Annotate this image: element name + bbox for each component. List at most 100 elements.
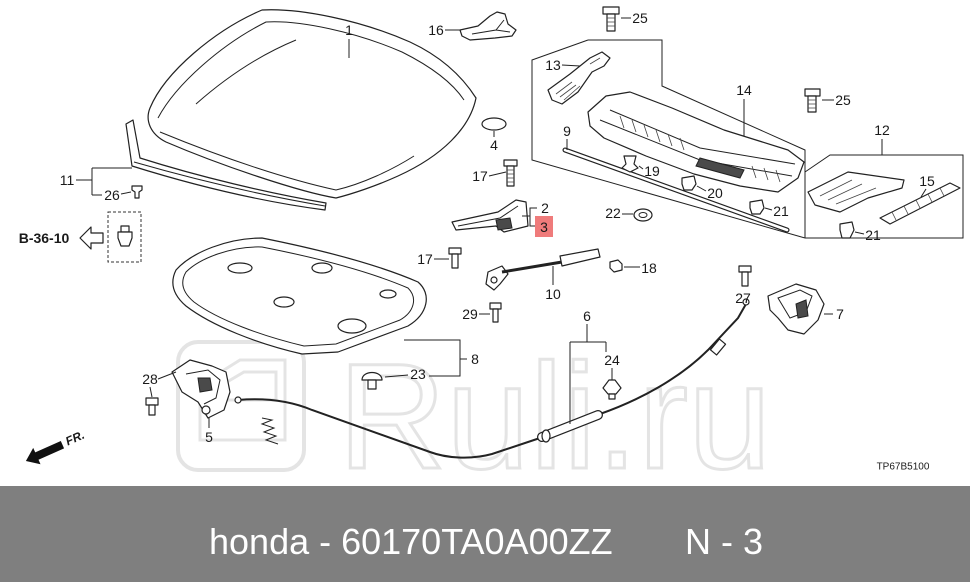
- insulator-inner-line: [182, 246, 415, 347]
- cable-handle-run: [599, 303, 747, 415]
- bolt-head: [503, 159, 518, 167]
- bolt-17-upper: [503, 159, 518, 187]
- part-info-footer: honda - 60170TA0A00ZZ N - 3: [0, 486, 970, 582]
- bolt-17-lower: [448, 247, 462, 269]
- bolt-29: [489, 302, 502, 323]
- cowl-vent-part-13: [547, 51, 611, 105]
- leader-line-17-upper: [488, 171, 507, 177]
- bolt-thread: [506, 165, 515, 187]
- hood-crease-line: [195, 39, 297, 105]
- cable-sleeve-inner: [538, 411, 602, 441]
- bracket-6: [569, 324, 607, 424]
- rod-shaft: [501, 260, 563, 274]
- callout-26: 26: [104, 187, 120, 203]
- bracket-11: [76, 167, 132, 196]
- clip-24: [602, 379, 622, 400]
- part-12-outline: [807, 171, 905, 213]
- callout-14: 14: [736, 82, 752, 98]
- callout-27: 27: [735, 290, 751, 306]
- clip-21-right: [839, 221, 855, 239]
- clip-23: [361, 371, 383, 390]
- molding-inner-line: [133, 161, 326, 207]
- latch-detail: [185, 369, 221, 405]
- bracket-8: [404, 339, 467, 377]
- hood-release-cable: [234, 298, 750, 459]
- callout-1: 1: [345, 22, 353, 38]
- callout-21-right: 21: [865, 227, 881, 243]
- bolt-thread: [741, 271, 749, 287]
- seal-inner: [563, 148, 789, 232]
- cable-end-fitting: [709, 338, 727, 356]
- insulator-hole: [311, 262, 333, 274]
- clip-24-body: [602, 379, 622, 395]
- diagram-position-label: N - 3: [685, 521, 764, 562]
- leader-line-13: [561, 64, 581, 67]
- callout-25-top: 25: [632, 10, 648, 26]
- callout-21-left: 21: [773, 203, 789, 219]
- cowl-end-part-12: [807, 171, 905, 213]
- cowl-top-part-14: [587, 91, 805, 193]
- callout-3-highlighted: 3: [540, 219, 548, 235]
- bolt-head: [738, 265, 752, 273]
- hood-front-line: [159, 131, 415, 191]
- callout-17-upper: 17: [472, 168, 488, 184]
- reference-link-label: B-36-10: [19, 230, 70, 246]
- strip-part-15: [879, 182, 961, 225]
- callout-28: 28: [142, 371, 158, 387]
- callout-6: 6: [583, 308, 591, 324]
- bolt-head: [804, 88, 821, 97]
- part-12-hatch: [819, 179, 877, 205]
- part-13-hatch: [555, 57, 601, 101]
- reference-dashed-box: [107, 211, 142, 263]
- clip-19: [621, 155, 639, 173]
- callout-5: 5: [205, 429, 213, 445]
- leader-line-15: [920, 188, 927, 198]
- insulator-hole: [337, 318, 367, 334]
- cable-latch-end: [234, 396, 242, 404]
- callout-25-right: 25: [835, 92, 851, 108]
- clip-21-left: [749, 199, 765, 215]
- bolt-27: [738, 265, 752, 287]
- latch-spring: [260, 417, 279, 445]
- leader-line-20: [696, 185, 707, 192]
- callout-20: 20: [707, 185, 723, 201]
- grommet-inner: [638, 212, 648, 218]
- hood-outline: [147, 9, 477, 199]
- clip-24-stem: [608, 393, 616, 400]
- hood-insulator: [172, 237, 427, 355]
- front-arrow-shape: [25, 441, 65, 465]
- handle-inner: [777, 289, 813, 319]
- handle-lever: [795, 299, 809, 319]
- rod-end-fitting: [485, 265, 509, 291]
- bracket-16-outline: [459, 11, 517, 41]
- clip-18: [609, 259, 623, 273]
- hood-edge-line: [157, 21, 465, 119]
- leader-line-21-left: [764, 207, 773, 211]
- bolt-25-top: [602, 6, 620, 32]
- seal-part-9: [562, 147, 790, 233]
- bracket-16-detail: [471, 19, 511, 35]
- bolt-25-right: [804, 88, 821, 113]
- hood-front-molding: [125, 119, 327, 211]
- hinge-outline: [451, 199, 529, 233]
- bolt-thread: [492, 308, 499, 323]
- callout-18: 18: [641, 260, 657, 276]
- rod-pivot: [490, 276, 498, 284]
- bolt-thread-lines: [507, 169, 514, 183]
- hinge-arm-line: [457, 205, 519, 227]
- hood-release-handle: [767, 283, 825, 335]
- callout-10: 10: [545, 286, 561, 302]
- callout-labels: 1 16 25 13 14 25 12 4 9 19 11 26 17 2 3 …: [60, 10, 935, 445]
- rod-cylinder: [559, 248, 601, 267]
- latch-pivot: [201, 405, 211, 415]
- reference-clip-body: [117, 231, 133, 247]
- hinge-pivot: [495, 217, 513, 231]
- bolt-thread-lines: [607, 17, 615, 27]
- bracket-2-3: [522, 207, 537, 227]
- grommet-outer: [633, 208, 653, 222]
- bolt-thread: [606, 13, 616, 32]
- cable-end-eye: [742, 298, 750, 306]
- highlight-box: [535, 216, 553, 237]
- bolt-thread: [148, 404, 156, 416]
- front-marker-label: FR.: [63, 428, 86, 449]
